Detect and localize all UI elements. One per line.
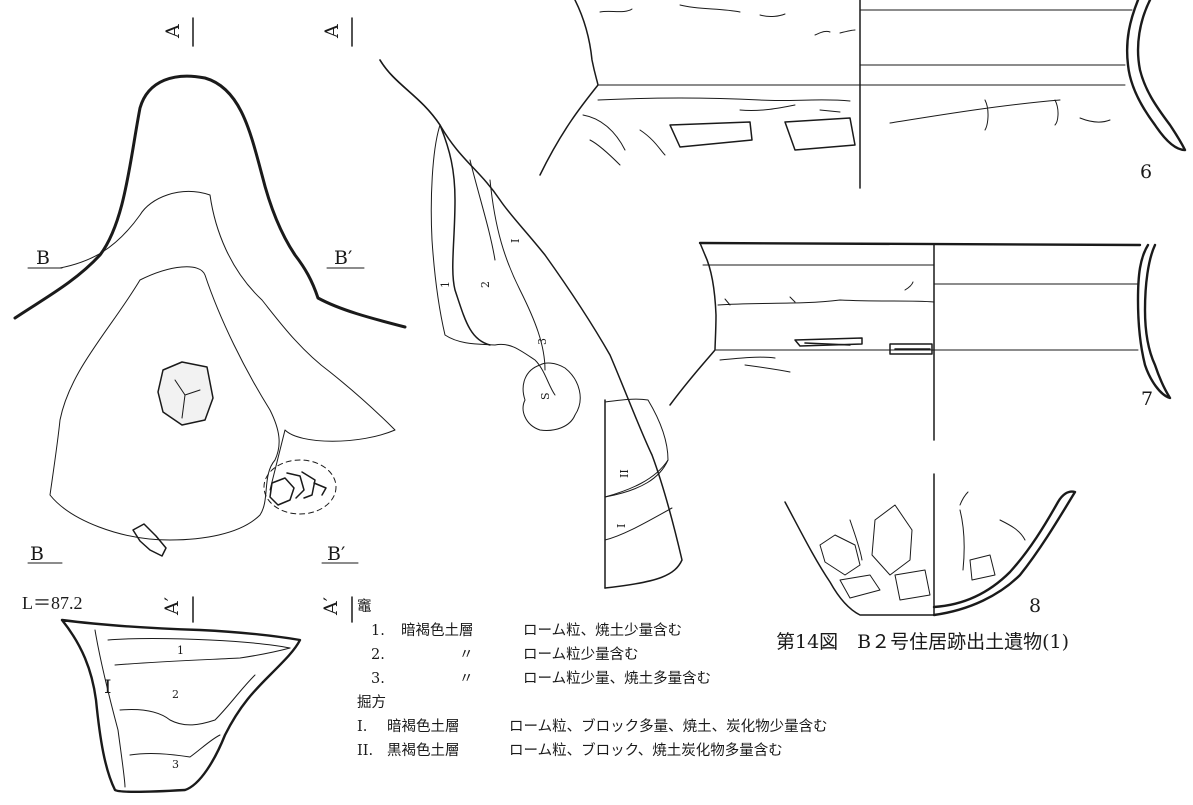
legend-row: 3. 〃 ローム粒少量、焼土多量含む [357,667,828,691]
section-label-b-upper: B [36,247,50,269]
legend-subheading: 掘方 [357,691,828,715]
legend-description: ローム粒、ブロック、焼土炭化物多量含む [509,743,783,759]
profile-layer-3: 3 [536,338,549,345]
legend-num: 2. [371,647,385,663]
profile-layer-roman-i-lower: I [615,524,628,528]
kiln-profile-section [379,59,683,589]
legend-layer-name: 暗褐色土層 [387,719,460,735]
legend-num: 1. [371,623,385,639]
profile-layer-roman-ii: II [618,469,631,478]
kiln-plan-view [13,17,407,623]
legend-subheading-text: 掘方 [357,695,386,711]
figure-caption: 第14図 B２号住居跡出土遺物(1) [776,631,1070,653]
section-layer-3: 3 [172,758,179,771]
section-label-a-prime-right: A′ [320,597,342,616]
section-label-b-prime-upper: B′ [334,247,352,269]
legend-row: 1. 暗褐色土層 ローム粒、焼土少量含む [357,619,828,643]
artifact-number-6: 6 [1140,161,1152,183]
legend-num: 3. [371,671,385,687]
legend-heading-text: 竈 [357,599,372,615]
profile-layer-s: S [539,392,552,400]
section-label-a-top: A [162,24,184,39]
legend-row: II. 黒褐色土層 ローム粒、ブロック、焼土炭化物多量含む [357,739,828,763]
profile-layer-1: 1 [439,281,452,288]
kiln-cross-section [60,618,302,794]
section-layer-roman-i: I [104,676,112,698]
section-label-a-prime-bottom: A′ [161,597,183,616]
legend-layer-name: 〃 [459,671,474,687]
section-layer-2: 2 [172,688,179,701]
vessel-8 [784,473,1077,617]
elevation-label: L＝87.2 [22,593,83,613]
legend-description: ローム粒、焼土少量含む [523,623,683,639]
legend-heading: 竈 [357,595,828,619]
artifact-number-7: 7 [1141,388,1153,410]
legend-layer-name: 〃 [459,647,474,663]
legend-description: ローム粒、ブロック多量、焼土、炭化物少量含む [509,719,828,735]
legend-row: 2. 〃 ローム粒少量含む [357,643,828,667]
vessel-7 [669,241,1172,441]
legend-num: I. [357,719,368,735]
vessel-6 [539,0,1187,189]
artifact-number-8: 8 [1029,595,1041,617]
section-label-a-top-right: A [321,24,343,39]
legend-row: I. 暗褐色土層 ローム粒、ブロック多量、焼土、炭化物少量含む [357,715,828,739]
legend-num: II. [357,743,374,759]
profile-layer-2: 2 [479,281,492,288]
section-layer-1: 1 [177,644,184,657]
legend-description: ローム粒少量、焼土多量含む [523,671,712,687]
section-label-b-lower: B [30,543,44,565]
legend-description: ローム粒少量含む [523,647,639,663]
profile-layer-roman-i-upper: I [509,239,522,243]
legend-layer-name: 黒褐色土層 [387,743,460,759]
layer-legend: 竈 1. 暗褐色土層 ローム粒、焼土少量含む 2. 〃 ローム粒少量含む 3. … [357,595,828,763]
section-label-b-prime-lower: B′ [327,543,345,565]
legend-layer-name: 暗褐色土層 [401,623,474,639]
